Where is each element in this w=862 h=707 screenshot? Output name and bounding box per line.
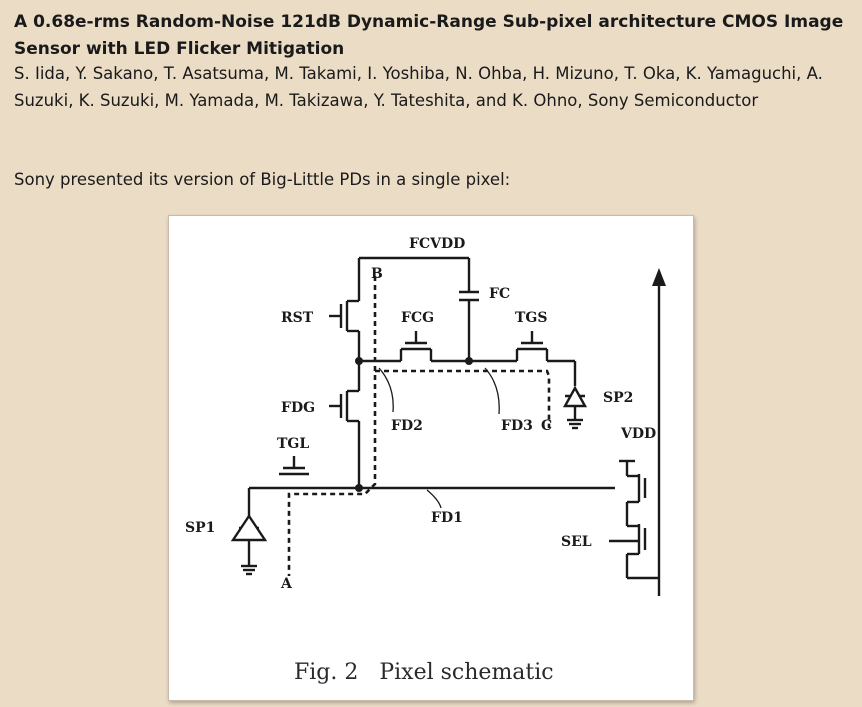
photodiode-symbols bbox=[230, 385, 588, 542]
charge-path-lines bbox=[287, 276, 551, 576]
pixel-schematic-figure[interactable]: FCVDD B FC RST FCG TGS SP2 FDG FD2 FD3 C… bbox=[168, 215, 694, 701]
sp1-diode-icon bbox=[230, 513, 268, 542]
label-fd2: FD2 bbox=[391, 418, 423, 434]
output-arrow-icon bbox=[652, 268, 666, 286]
label-sel: SEL bbox=[561, 534, 592, 550]
article-title: A 0.68e-rms Random-Noise 121dB Dynamic-R… bbox=[14, 12, 844, 59]
label-fc: FC bbox=[489, 286, 510, 302]
label-sp2: SP2 bbox=[603, 390, 633, 406]
label-rst: RST bbox=[281, 310, 314, 326]
label-tgl: TGL bbox=[277, 436, 309, 452]
pixel-schematic-diagram: FCVDD B FC RST FCG TGS SP2 FDG FD2 FD3 C… bbox=[185, 236, 666, 685]
label-fd1: FD1 bbox=[431, 510, 463, 526]
article-authors: S. Iida, Y. Sakano, T. Asatsuma, M. Taka… bbox=[14, 64, 823, 110]
figure-caption: Fig. 2 Pixel schematic bbox=[294, 660, 554, 685]
label-fdg: FDG bbox=[281, 400, 315, 416]
label-a: A bbox=[280, 576, 293, 592]
sp2-diode-icon bbox=[562, 385, 588, 408]
leader-lines bbox=[378, 367, 500, 509]
label-fcg: FCG bbox=[401, 310, 434, 326]
label-sp1: SP1 bbox=[185, 520, 215, 536]
label-c: C bbox=[541, 418, 552, 434]
article-intro: Sony presented its version of Big-Little… bbox=[14, 170, 511, 189]
label-fd3: FD3 bbox=[501, 418, 533, 434]
label-tgs: TGS bbox=[515, 310, 547, 326]
schematic-wires bbox=[239, 256, 661, 596]
label-fcvdd: FCVDD bbox=[409, 236, 465, 252]
label-b: B bbox=[371, 266, 383, 282]
schematic-markers bbox=[355, 268, 666, 492]
label-vdd: VDD bbox=[620, 426, 656, 442]
